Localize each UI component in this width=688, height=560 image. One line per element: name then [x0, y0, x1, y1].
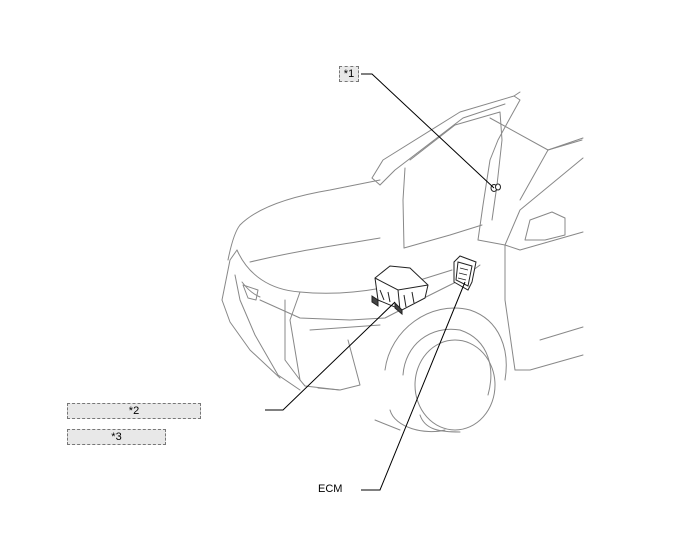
ecm-component: [453, 255, 477, 291]
callout-1: *1: [339, 66, 359, 82]
ecm-label: ECM: [318, 483, 343, 495]
callout-3: *3: [67, 429, 166, 445]
callout-2: *2: [67, 403, 201, 419]
sensor-component: [490, 183, 501, 192]
relay-box-component: [371, 265, 429, 316]
leader-line-2: [265, 301, 396, 411]
leader-lines: [265, 73, 495, 491]
leader-line-1: [361, 73, 495, 189]
leader-line-ecm: [361, 281, 466, 491]
vehicle-outline: [221, 91, 584, 433]
